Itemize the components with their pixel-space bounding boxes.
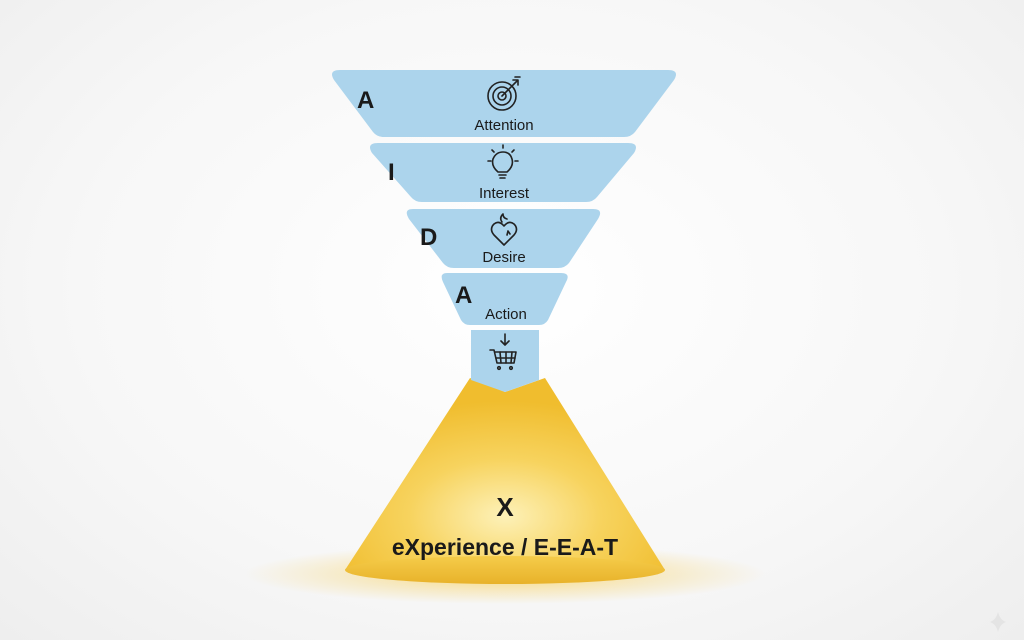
stage-label: Interest — [479, 185, 530, 202]
funnel-band-desire — [406, 209, 601, 268]
conversion-box — [471, 330, 539, 392]
experience-cone — [345, 378, 665, 570]
stage-letter: A — [357, 87, 374, 114]
stage-label: Desire — [482, 249, 525, 266]
funnel-band-action — [441, 273, 568, 325]
heart-flame-icon — [490, 213, 518, 246]
stage-label: Attention — [474, 117, 533, 134]
cone-base — [345, 556, 665, 584]
experience-label: eXperience / E-E-A-T — [392, 534, 618, 560]
stage-letter: D — [420, 224, 437, 251]
sparkle-icon — [990, 612, 1006, 632]
stage-letter: A — [455, 282, 472, 309]
cart-download-icon — [489, 333, 517, 371]
funnel-band-attention — [332, 70, 676, 137]
stage-label: Action — [485, 306, 527, 323]
target-icon — [487, 76, 521, 111]
stage-letter: I — [388, 159, 395, 186]
lightbulb-icon — [487, 144, 519, 179]
experience-letter: X — [496, 492, 514, 522]
